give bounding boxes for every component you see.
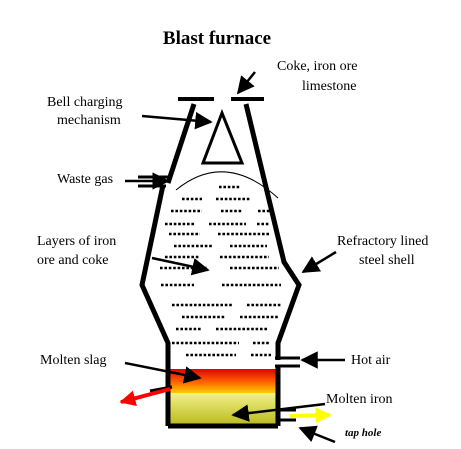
charge-surface-curve [175, 171, 279, 199]
slag-tapping-arrow [119, 387, 171, 407]
label-shell-line2: steel shell [359, 253, 415, 268]
bell-arrow [141, 111, 213, 130]
bell-charging-cone [200, 108, 245, 165]
tap-hole-arrow [298, 425, 336, 444]
label-layers-line1: Layers of iron [37, 234, 116, 249]
label-charge-line2: limestone [302, 79, 356, 94]
label-molten-iron: Molten iron [326, 392, 393, 407]
molten-iron-arrow [231, 402, 326, 422]
molten-iron-layer [168, 393, 278, 426]
shell-arrow [301, 250, 337, 274]
label-hot-air: Hot air [351, 353, 391, 368]
charge-arrow [236, 71, 256, 95]
iron-tapping-arrow [289, 407, 332, 424]
label-molten-slag: Molten slag [40, 353, 107, 368]
label-shell-line1: Refractory lined [337, 234, 428, 249]
ore-coke-layers [160, 185, 282, 357]
label-layers-line2: ore and coke [37, 253, 109, 268]
label-waste-gas: Waste gas [57, 172, 113, 187]
molten-slag-arrow [124, 361, 202, 384]
label-tap-hole: tap hole [345, 427, 381, 439]
furnace-shell [139, 103, 302, 429]
hot-air-inlet [275, 356, 300, 368]
diagram-title: Blast furnace [163, 28, 271, 49]
molten-slag-layer [168, 369, 278, 393]
label-bell-line2: mechanism [57, 113, 121, 128]
label-bell-line1: Bell charging [47, 95, 123, 110]
label-charge-line1: Coke, iron ore [277, 59, 357, 74]
layers-arrow [151, 256, 210, 276]
